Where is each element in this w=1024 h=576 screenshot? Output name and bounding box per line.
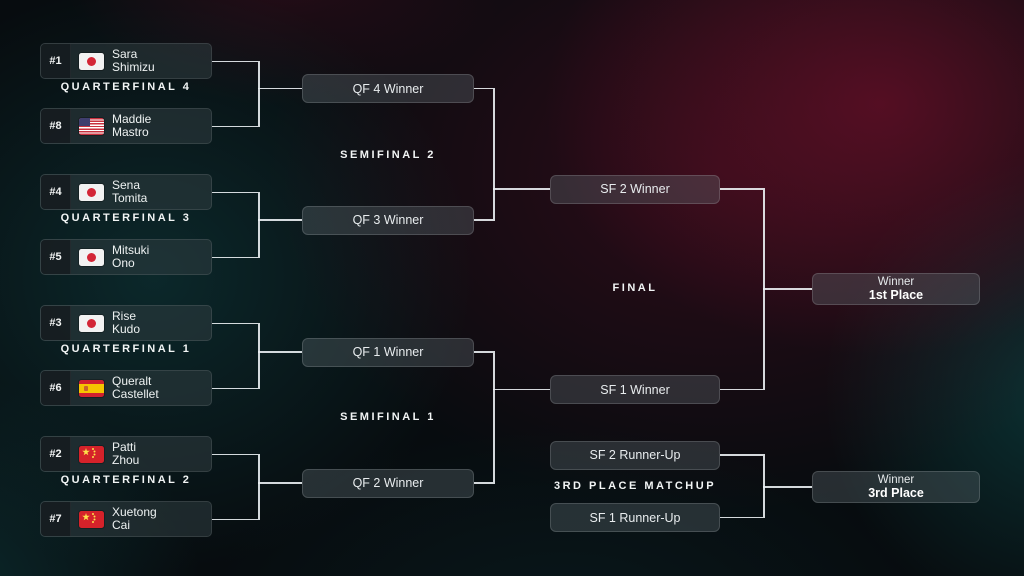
player-first-name: Rise — [112, 309, 137, 323]
connector — [474, 351, 493, 353]
connector — [258, 351, 302, 353]
sf1-winner-slot[interactable]: SF 1 Winner — [550, 375, 720, 404]
connector — [212, 387, 258, 389]
connector — [258, 482, 302, 484]
connector — [258, 60, 260, 127]
player-first-name: Sara — [112, 47, 138, 61]
quarterfinal-4-label: QUARTERFINAL 4 — [60, 81, 192, 93]
player-seed: #1 — [41, 44, 71, 78]
connector — [474, 219, 493, 221]
qf1-winner-slot[interactable]: QF 1 Winner — [302, 337, 474, 367]
connector — [474, 87, 493, 90]
player-last-name: Tomita — [112, 191, 148, 205]
flag-spain-icon — [79, 379, 104, 397]
winner-text: Winner — [877, 473, 915, 486]
player-seed: #4 — [41, 175, 71, 209]
player-last-name: Shimizu — [112, 60, 155, 74]
flag-china-icon — [79, 510, 104, 528]
connector — [720, 516, 763, 519]
connector — [720, 188, 763, 190]
player-seed: #6 — [41, 371, 71, 405]
qf3-winner-slot[interactable]: QF 3 Winner — [302, 205, 474, 235]
semifinal-2-label: SEMIFINAL 2 — [340, 149, 436, 161]
player-seed: #7 — [41, 502, 71, 536]
quarterfinal-3-label: QUARTERFINAL 3 — [60, 212, 192, 224]
connector — [212, 256, 258, 258]
connector — [493, 388, 550, 391]
quarterfinal-2-label: QUARTERFINAL 2 — [60, 474, 192, 486]
connector — [493, 87, 495, 221]
third-place-text: 3rd Place — [868, 486, 924, 500]
player-first-name: Patti — [112, 440, 137, 454]
player-last-name: Castellet — [112, 387, 159, 401]
connector — [493, 188, 550, 190]
sf2-runner-up-slot[interactable]: SF 2 Runner-Up — [550, 440, 720, 470]
final-label: FINAL — [612, 282, 658, 294]
player-seed: #3 — [41, 306, 71, 340]
player-first-name: Xuetong — [112, 505, 157, 519]
connector — [212, 60, 258, 62]
player-last-name: Zhou — [112, 453, 140, 467]
player-first-name: Sena — [112, 178, 141, 192]
third-place-winner-slot[interactable]: Winner 3rd Place — [812, 471, 980, 503]
connector — [258, 453, 260, 520]
player-first-name: Mitsuki — [112, 243, 150, 257]
player-seed: #8 — [41, 109, 71, 143]
connector — [212, 125, 258, 127]
flag-japan-icon — [79, 248, 104, 266]
connector — [258, 191, 260, 258]
connector — [258, 322, 260, 389]
connector — [474, 482, 493, 484]
player-last-name: Mastro — [112, 125, 149, 139]
qf2-winner-slot[interactable]: QF 2 Winner — [302, 468, 474, 498]
player-last-name: Kudo — [112, 322, 141, 336]
connector — [212, 453, 258, 455]
connector — [212, 322, 258, 324]
connector — [258, 87, 302, 90]
player-first-name: Maddie — [112, 112, 152, 126]
winner-text: Winner — [877, 275, 915, 288]
third-place-matchup-label: 3RD PLACE MATCHUP — [553, 480, 717, 492]
first-place-text: 1st Place — [868, 288, 924, 302]
connector — [493, 351, 495, 484]
flag-usa-icon — [79, 117, 104, 135]
connector — [212, 518, 258, 520]
sf1-runner-up-slot[interactable]: SF 1 Runner-Up — [550, 503, 720, 532]
flag-japan-icon — [79, 183, 104, 201]
flag-japan-icon — [79, 52, 104, 70]
player-seed: #2 — [41, 437, 71, 471]
flag-china-icon — [79, 445, 104, 463]
connector — [763, 288, 812, 290]
player-last-name: Cai — [112, 518, 131, 532]
sf2-winner-slot[interactable]: SF 2 Winner — [550, 174, 720, 204]
semifinal-1-label: SEMIFINAL 1 — [340, 411, 436, 423]
player-first-name: Queralt — [112, 374, 152, 388]
quarterfinal-1-label: QUARTERFINAL 1 — [60, 343, 192, 355]
player-last-name: Ono — [112, 256, 135, 270]
connector — [720, 388, 763, 391]
connector — [763, 486, 812, 488]
connector — [258, 219, 302, 221]
player-seed: #5 — [41, 240, 71, 274]
qf4-winner-slot[interactable]: QF 4 Winner — [302, 74, 474, 103]
connector — [212, 191, 258, 193]
flag-japan-icon — [79, 314, 104, 332]
connector — [720, 454, 763, 456]
first-place-winner-slot[interactable]: Winner 1st Place — [812, 273, 980, 305]
